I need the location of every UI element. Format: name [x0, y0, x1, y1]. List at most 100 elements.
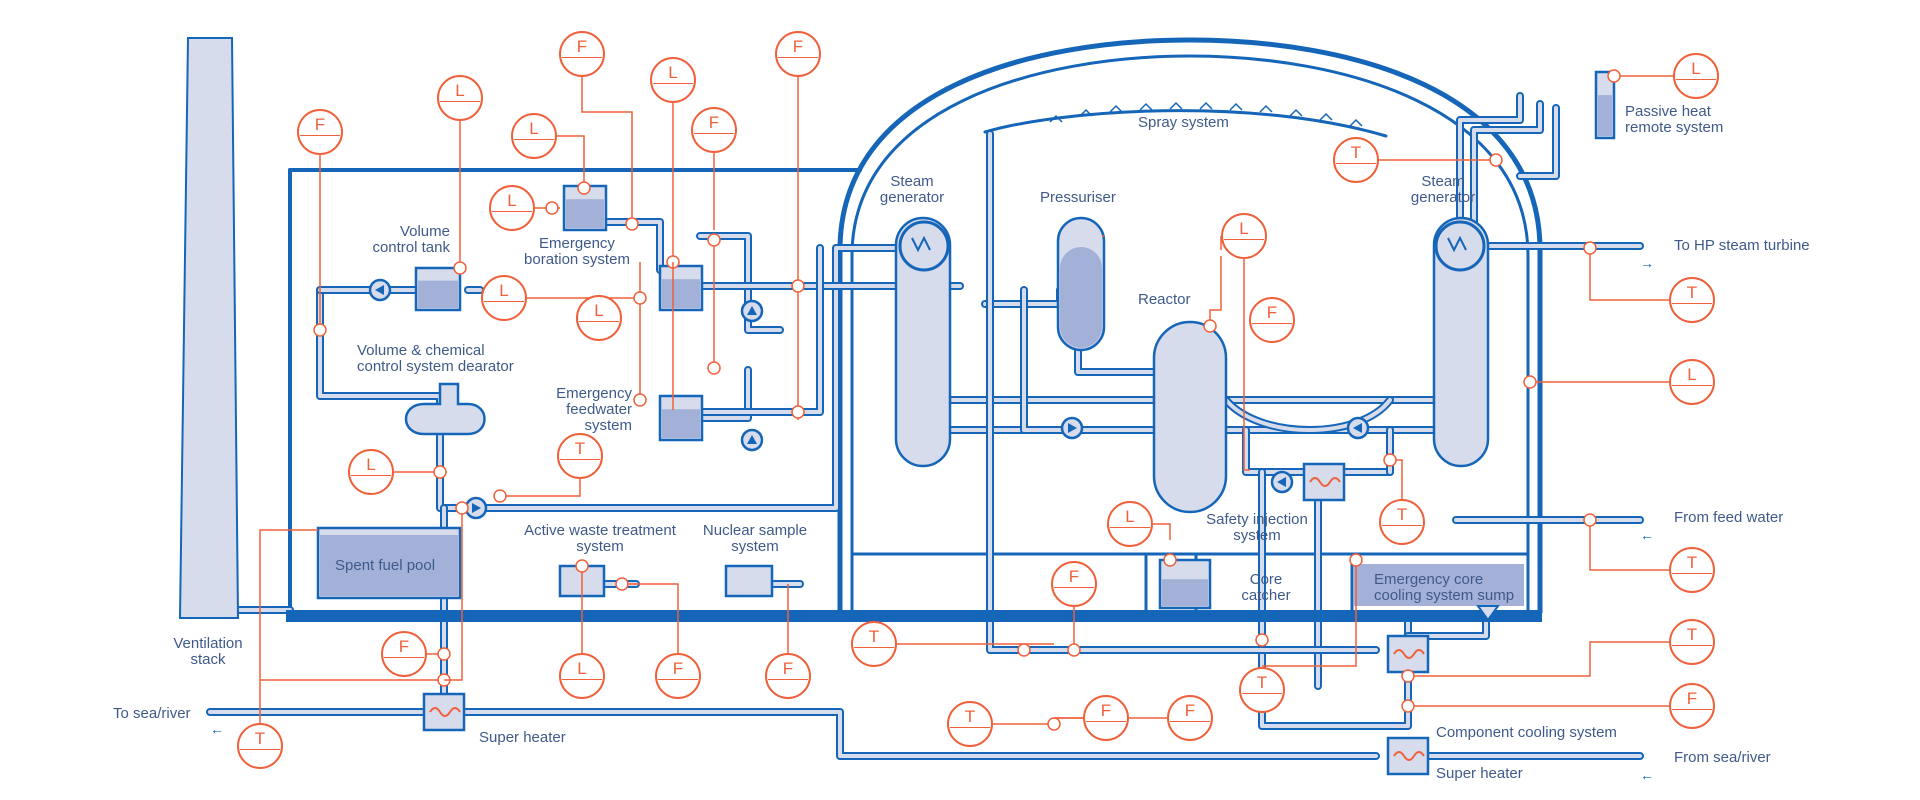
pipe-core	[1458, 94, 1522, 250]
signal-tap	[575, 559, 589, 573]
signal-tap	[633, 393, 647, 407]
eccs-sump	[1354, 564, 1524, 606]
component-cooling-hx-coil-icon	[1393, 649, 1425, 659]
spray-nozzles	[1049, 101, 1363, 127]
arrow-left-icon: ←	[210, 721, 224, 737]
safety-injection-hx	[1302, 462, 1346, 502]
super-heater-left	[422, 692, 466, 732]
temperature-indicator: T	[851, 621, 897, 667]
signal-line	[581, 77, 633, 224]
temperature-indicator: T	[1379, 499, 1425, 545]
temperature-indicator: T	[1333, 137, 1379, 183]
level-indicator: L	[348, 449, 394, 495]
level-indicator: L	[1669, 359, 1715, 405]
level-indicator: L	[481, 275, 527, 321]
signal-tap	[1583, 241, 1597, 255]
temperature-indicator: T	[947, 701, 993, 747]
pipe-core	[1022, 288, 1162, 432]
signal-tap	[433, 465, 447, 479]
ventilation-stack-label: Ventilation stack	[173, 635, 243, 668]
sg-right-head	[1434, 220, 1486, 272]
passive-heat-label: Passive heat remote system	[1625, 103, 1724, 136]
flow-indicator: F	[765, 653, 811, 699]
flow-indicator: F	[297, 109, 343, 155]
spent-fuel-pool-label: Spent fuel pool	[335, 557, 436, 574]
signal-lines	[259, 69, 1673, 731]
pipe-core	[1224, 398, 1392, 432]
level-indicator: L	[489, 185, 535, 231]
super-heater-left-coil-icon	[429, 707, 461, 717]
sg-left-tube-icon	[911, 235, 931, 253]
signal-tap	[493, 489, 507, 503]
signal-line	[557, 135, 585, 188]
core-catcher-label: Core catcher	[1241, 571, 1291, 604]
signal-tap	[1203, 319, 1217, 333]
arrow-right-icon: →	[1640, 255, 1654, 271]
level-indicator: L	[1221, 213, 1267, 259]
safety-injection-pump-triangle-icon	[1277, 477, 1286, 487]
flow-indicator: F	[775, 31, 821, 77]
signal-tap	[1017, 643, 1031, 657]
signal-line	[1589, 248, 1669, 301]
feedwater-pump-triangle-icon	[747, 435, 757, 444]
signal-tap	[625, 217, 639, 231]
signal-tap	[1583, 513, 1597, 527]
volume-control-tank-label: Volume control tank	[372, 223, 450, 256]
component-cooling-label: Component cooling system	[1436, 724, 1617, 741]
signal-tap	[791, 405, 805, 419]
signal-tap	[1047, 717, 1061, 731]
core-catcher-pit-liquid	[1162, 579, 1208, 606]
signal-tap	[437, 647, 451, 661]
steam-generator-right	[1432, 216, 1490, 468]
flow-indicator: F	[691, 107, 737, 153]
boration-pump-triangle-icon	[747, 306, 757, 315]
emergency-boration-label: Emergency boration system	[524, 235, 630, 268]
level-indicator: L	[511, 113, 557, 159]
level-indicator: L	[650, 57, 696, 103]
signal-line	[500, 479, 581, 497]
signal-tap	[545, 201, 559, 215]
pipe-core	[1260, 470, 1410, 728]
nuclear-sample-box	[724, 564, 774, 598]
emergency-feedwater-tank-liquid	[662, 409, 700, 438]
vcs-dearator-label: Volume & chemical control system dearato…	[357, 342, 514, 375]
level-indicator: L	[559, 653, 605, 699]
temperature-indicator: T	[1669, 547, 1715, 593]
signal-tap	[1489, 153, 1503, 167]
flow-indicator: F	[1167, 695, 1213, 741]
ground-slab	[286, 610, 1542, 622]
boration-tank-lower-liquid	[662, 279, 700, 308]
signal-tap	[615, 577, 629, 591]
temperature-indicator: T	[237, 723, 283, 769]
nuclear-sample-label: Nuclear sample system	[702, 522, 808, 555]
safety-injection-label: Safety injection system	[1206, 511, 1308, 544]
signal-tap	[1255, 633, 1269, 647]
pipe-core	[1406, 618, 1488, 638]
pressuriser-label: Pressuriser	[1040, 189, 1116, 206]
super-heater-right-label: Super heater	[1436, 765, 1523, 782]
safety-injection-hx-coil-icon	[1309, 477, 1341, 487]
signal-tap	[1163, 553, 1177, 567]
signal-tap	[1607, 69, 1621, 83]
signal-tap	[707, 361, 721, 375]
flow-indicator: F	[381, 631, 427, 677]
signal-tap	[455, 501, 469, 515]
flow-indicator: F	[1083, 695, 1129, 741]
sea-river-line-core	[208, 710, 1378, 758]
to-sea-river-label: To sea/river	[113, 705, 191, 722]
level-indicator: L	[576, 295, 622, 341]
pipe-core	[698, 368, 750, 420]
eccs-sump-outlet	[1476, 605, 1500, 622]
vcs-pump-triangle-icon	[375, 285, 384, 295]
sg-left-head	[898, 220, 950, 272]
steam-generator-left	[894, 216, 952, 468]
reactor-label: Reactor	[1138, 291, 1191, 308]
signal-tap	[453, 261, 467, 275]
pipe-core	[988, 132, 1378, 652]
spent-fuel-pool-liquid	[320, 535, 458, 596]
from-feed-water-label: From feed water	[1674, 509, 1784, 526]
flow-indicator: F	[1051, 561, 1097, 607]
temperature-indicator: T	[1239, 667, 1285, 713]
signal-line	[444, 508, 463, 681]
